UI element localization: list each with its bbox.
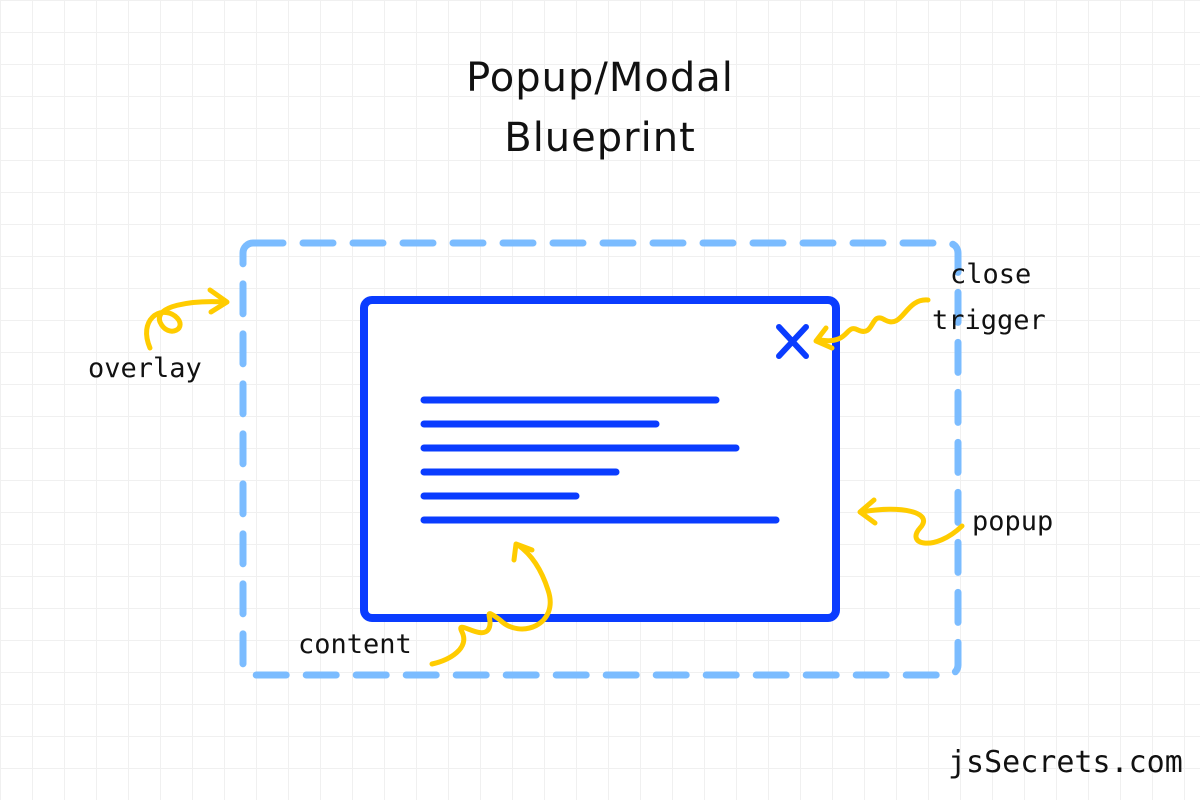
diagram-title-line-1: Popup/Modal bbox=[466, 55, 734, 101]
popup-box bbox=[360, 296, 840, 622]
site-url[interactable]: jsSecrets.com bbox=[948, 745, 1183, 780]
close-icon[interactable] bbox=[776, 324, 809, 359]
overlay-box bbox=[239, 239, 962, 679]
content-arrow-icon bbox=[429, 541, 553, 667]
overlay-label: overlay bbox=[88, 353, 202, 384]
content-lines bbox=[420, 396, 780, 524]
overlay-arrow-icon bbox=[144, 287, 230, 351]
trigger-label: trigger bbox=[932, 305, 1046, 336]
popup-arrow-icon bbox=[857, 497, 965, 546]
popup-label: popup bbox=[972, 506, 1054, 537]
close-label: close bbox=[950, 259, 1032, 290]
content-label: content bbox=[298, 629, 412, 660]
close-trigger-arrow-icon bbox=[813, 297, 931, 351]
diagram-title-line-2: Blueprint bbox=[504, 115, 696, 161]
